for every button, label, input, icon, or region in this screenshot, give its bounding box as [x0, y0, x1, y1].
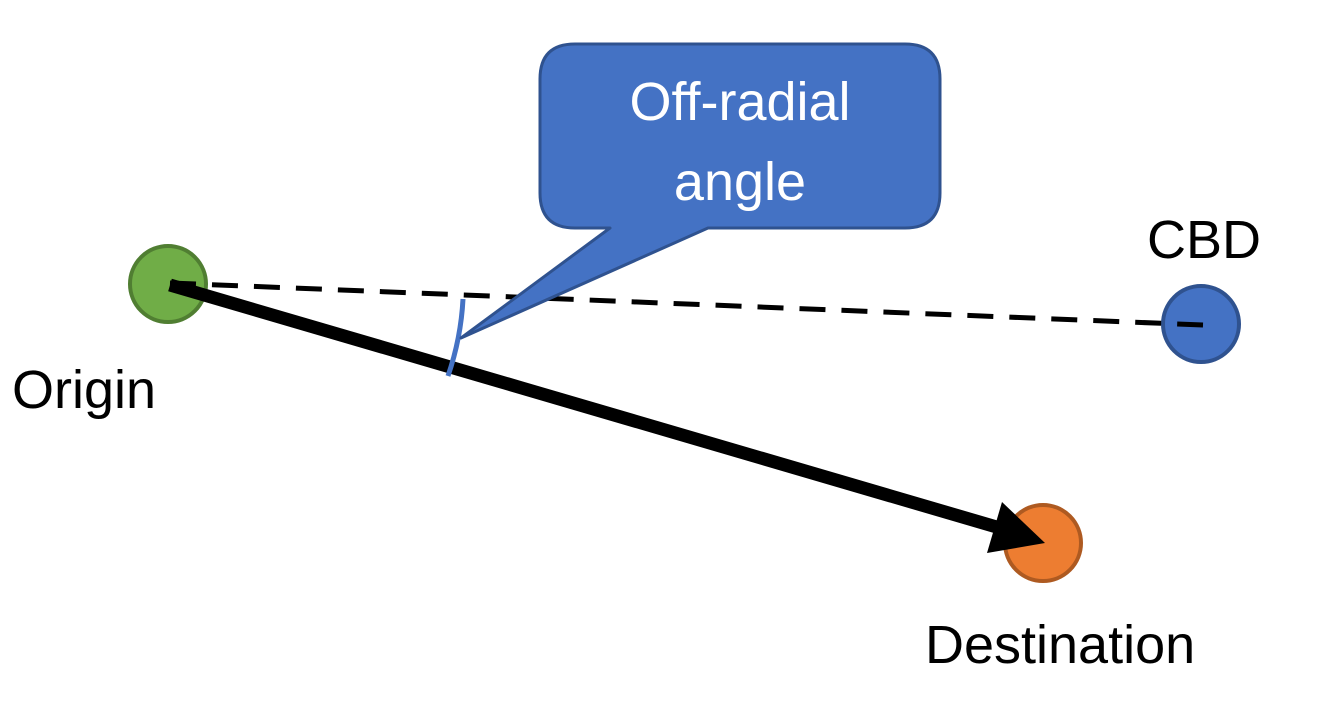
- callout-text-line1: Off-radial: [629, 72, 850, 132]
- origin-node: [128, 244, 208, 324]
- trip-arrow-shaft: [168, 278, 1002, 535]
- cbd-label: CBD: [1147, 210, 1261, 270]
- angle-arc-marker: [445, 298, 466, 377]
- destination-label: Destination: [925, 615, 1195, 675]
- trip-arrowhead: [987, 502, 1045, 553]
- callout-text-line2: angle: [674, 152, 806, 212]
- radial-line-origin-to-cbd: [169, 280, 1204, 328]
- callout-bubble: [459, 42, 942, 340]
- origin-label: Origin: [12, 360, 156, 420]
